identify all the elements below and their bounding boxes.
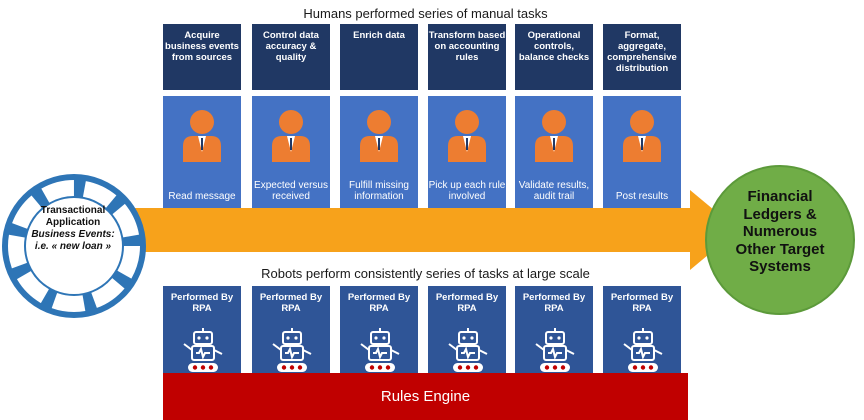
- task-header: Enrich data: [340, 24, 418, 90]
- robot-step-label: Performed By RPA: [522, 292, 586, 314]
- robot-step: Performed By RPA: [515, 286, 593, 378]
- task-header: Operational controls, balance checks: [515, 24, 593, 90]
- source-application-ring: [2, 174, 146, 318]
- source-line: Business Events:: [31, 229, 115, 240]
- robot-step: Performed By RPA: [428, 286, 506, 378]
- person-icon: [183, 110, 221, 162]
- human-step: Expected versus received: [252, 96, 330, 208]
- person-icon: [535, 110, 573, 162]
- task-header: Acquire business events from sources: [163, 24, 241, 90]
- person-icon: [448, 110, 486, 162]
- robot-icon: [448, 328, 488, 372]
- person-icon: [272, 110, 310, 162]
- human-step: Read message: [163, 96, 241, 208]
- robot-icon: [623, 328, 663, 372]
- human-step-label: Fulfill missing information: [348, 180, 409, 202]
- robot-tasks-title: Robots perform consistently series of ta…: [261, 266, 590, 281]
- human-step: Fulfill missing information: [340, 96, 418, 208]
- robot-step: Performed By RPA: [603, 286, 681, 378]
- human-step: Post results: [603, 96, 681, 208]
- task-header: Transform based on accounting rules: [428, 24, 506, 90]
- human-step-label: Expected versus received: [254, 180, 328, 202]
- robot-step-label: Performed By RPA: [435, 292, 499, 314]
- person-icon: [360, 110, 398, 162]
- human-step-label: Pick up each rule involved: [428, 180, 506, 202]
- human-step-label: Read message: [168, 191, 236, 202]
- target-systems-circle: [705, 165, 855, 315]
- rules-engine-strip: [163, 373, 688, 379]
- source-line: Application: [45, 217, 101, 228]
- target-line: Other Target: [735, 240, 825, 258]
- robot-step-label: Performed By RPA: [610, 292, 674, 314]
- target-line: Ledgers &: [743, 205, 817, 223]
- target-systems-label: Financial Ledgers & Numerous Other Targe…: [712, 188, 848, 276]
- person-icon: [623, 110, 661, 162]
- manual-tasks-title: Humans performed series of manual tasks: [303, 6, 548, 21]
- human-step-label: Validate results, audit trail: [518, 180, 590, 202]
- task-header: Control data accuracy & quality: [252, 24, 330, 90]
- robot-step-label: Performed By RPA: [347, 292, 411, 314]
- target-line: Financial: [747, 188, 813, 205]
- robot-step: Performed By RPA: [163, 286, 241, 378]
- target-line: Numerous: [742, 223, 818, 240]
- robot-icon: [272, 328, 312, 372]
- robot-step-label: Performed By RPA: [259, 292, 323, 314]
- process-flow-arrow: [120, 190, 738, 270]
- robot-icon: [360, 328, 400, 372]
- human-step: Pick up each rule involved: [428, 96, 506, 208]
- robot-step: Performed By RPA: [252, 286, 330, 378]
- source-line: Transactional: [40, 205, 106, 216]
- target-line: Systems: [749, 258, 811, 275]
- robot-icon: [183, 328, 223, 372]
- source-application-label: Transactional Application Business Event…: [18, 205, 128, 253]
- robot-icon: [535, 328, 575, 372]
- human-step: Validate results, audit trail: [515, 96, 593, 208]
- robot-step: Performed By RPA: [340, 286, 418, 378]
- robot-step-label: Performed By RPA: [170, 292, 234, 314]
- human-step-label: Post results: [615, 191, 669, 202]
- rules-engine: Rules Engine: [163, 378, 688, 420]
- task-header: Format, aggregate, comprehensive distrib…: [603, 24, 681, 90]
- source-line: i.e. « new loan »: [34, 241, 112, 252]
